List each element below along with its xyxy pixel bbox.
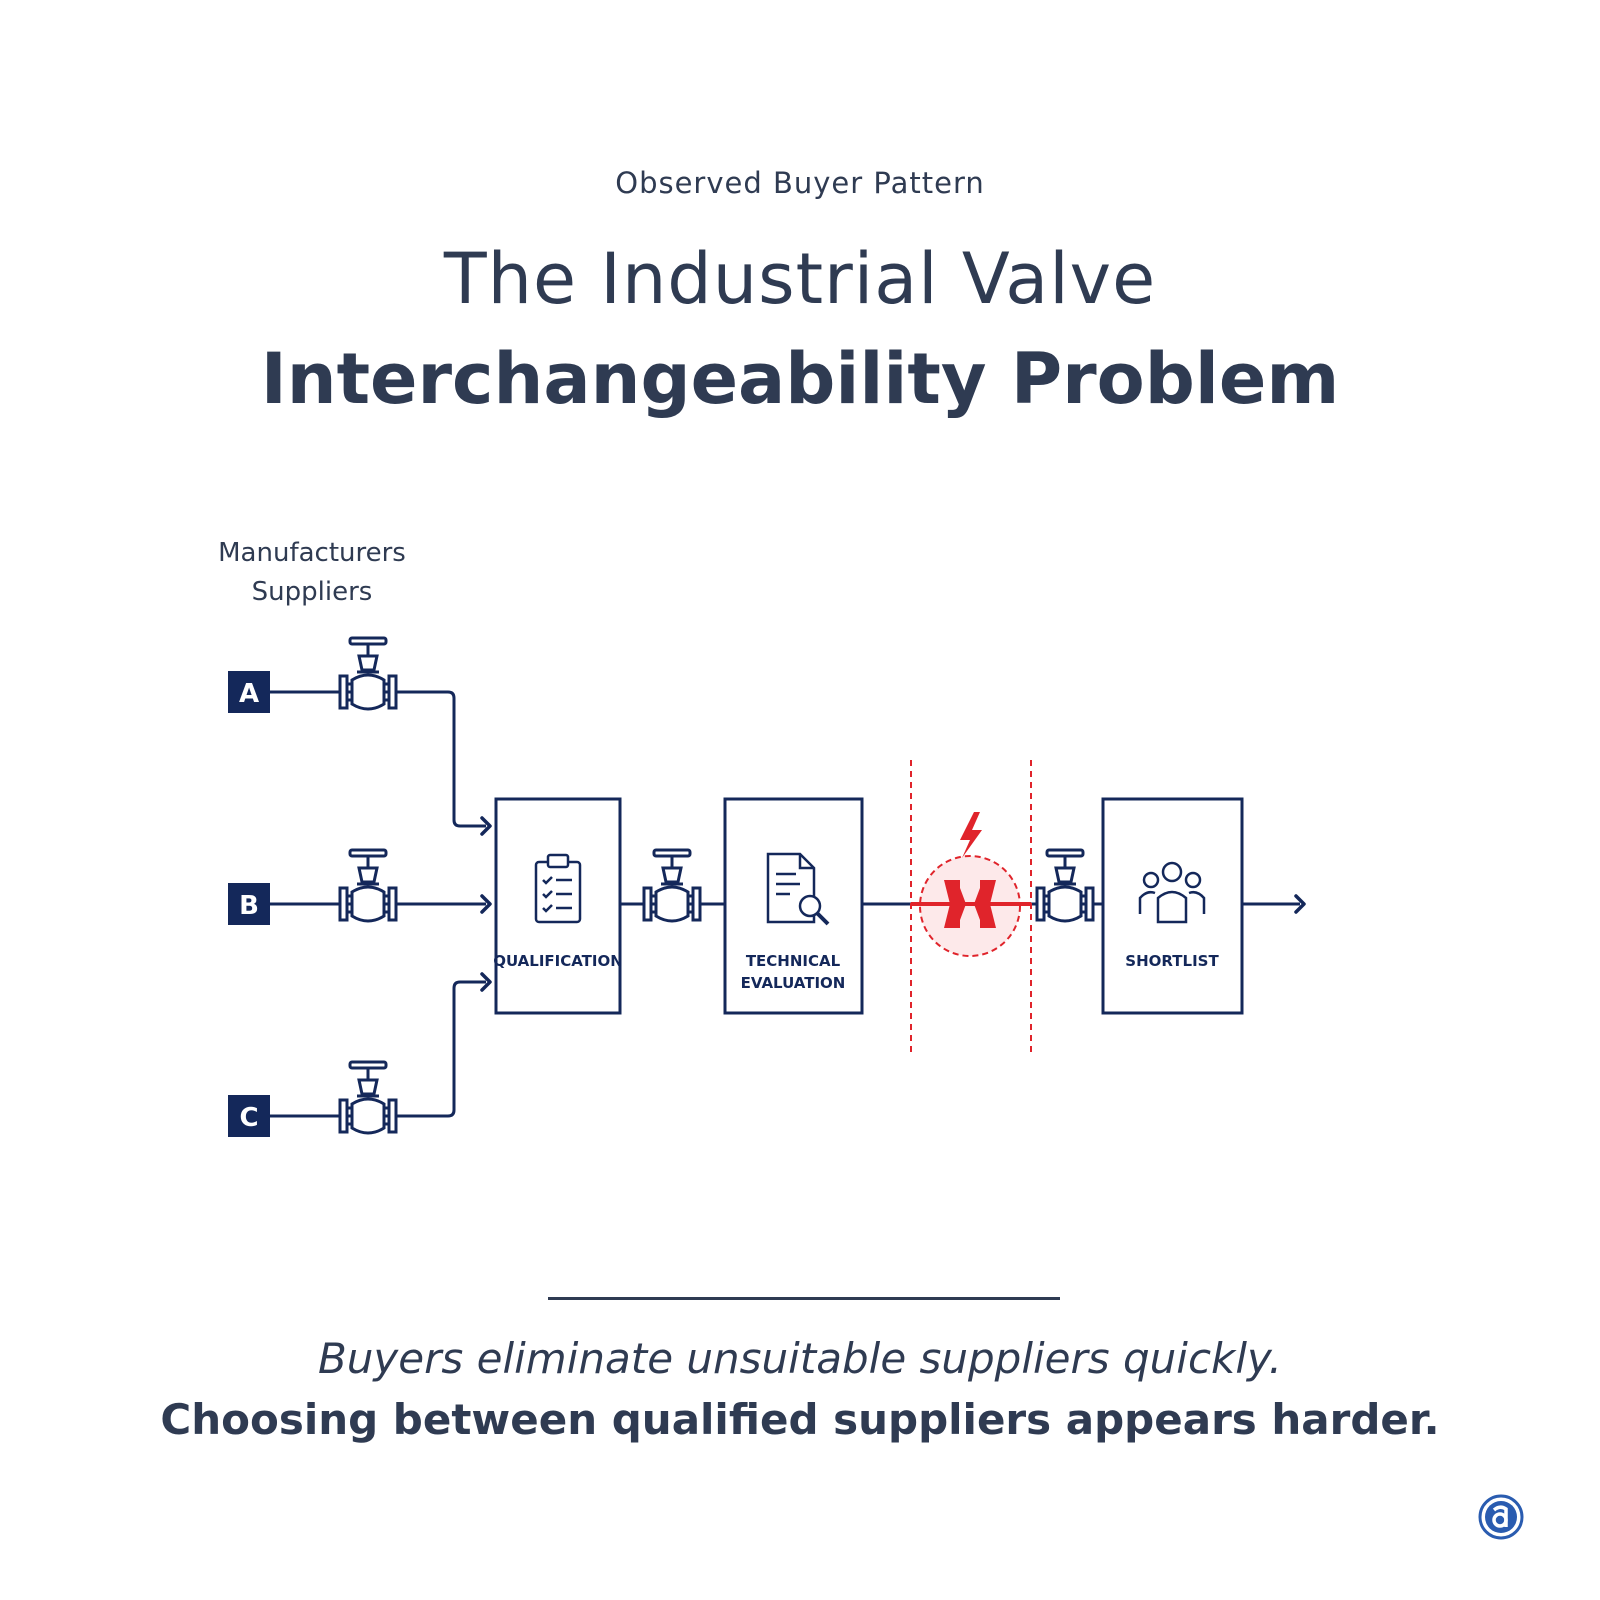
stage-technical-evaluation-label-line1: TECHNICAL	[746, 952, 841, 970]
valve-icon-a	[338, 636, 398, 711]
valve-icon-b	[338, 848, 398, 923]
document-search-icon	[766, 852, 830, 926]
caption-line1: Buyers eliminate unsuitable suppliers qu…	[317, 1334, 1282, 1383]
brand-a-logo-icon	[1478, 1494, 1524, 1540]
divider-rule	[548, 1297, 1060, 1300]
stage-technical-evaluation-label-line2: EVALUATION	[741, 974, 846, 992]
sources-label-line1: Manufacturers	[218, 538, 406, 568]
stage-technical-evaluation: TECHNICAL EVALUATION	[723, 797, 864, 1015]
people-group-icon	[1138, 861, 1206, 924]
eyebrow-label: Observed Buyer Pattern	[615, 166, 985, 200]
sources-label-line2: Suppliers	[251, 577, 373, 607]
source-badge-a: A	[228, 671, 270, 713]
stage-shortlist-label: SHORTLIST	[1125, 952, 1219, 970]
source-badge-b-label: B	[239, 891, 259, 921]
stage-shortlist: SHORTLIST	[1101, 797, 1244, 1015]
bottleneck-zone	[910, 760, 1032, 1052]
source-badge-b: B	[228, 883, 270, 925]
valve-icon-mid	[642, 848, 702, 923]
stage-qualification: QUALIFICATION	[493, 797, 623, 1015]
clipboard-checklist-icon	[534, 853, 582, 924]
source-badge-a-label: A	[239, 679, 259, 709]
valve-icon-pre-shortlist	[1035, 848, 1095, 923]
valve-icon-c	[338, 1060, 398, 1135]
source-badge-c: C	[228, 1095, 270, 1137]
caption-line2: Choosing between qualified suppliers app…	[160, 1395, 1440, 1444]
broken-pipe-lightning-icon	[944, 812, 996, 928]
flow-arrows	[480, 816, 1306, 992]
stage-qualification-label: QUALIFICATION	[493, 952, 623, 970]
source-badge-c-label: C	[239, 1103, 258, 1133]
page-title-line2: Interchangeability Problem	[260, 338, 1340, 420]
page-title-line1: The Industrial Valve	[443, 238, 1157, 320]
